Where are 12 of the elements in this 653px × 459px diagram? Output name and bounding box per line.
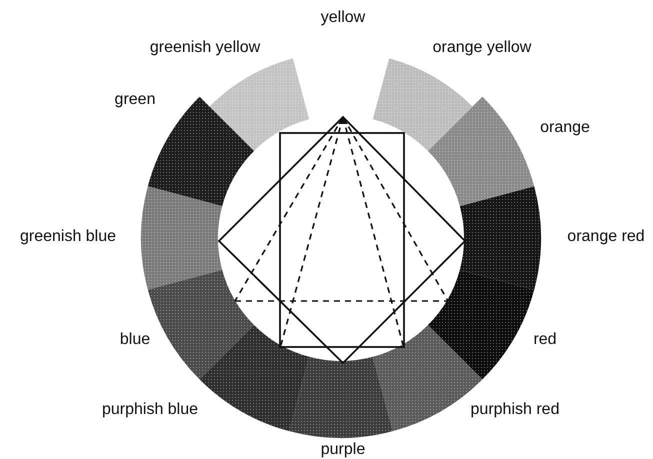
- color-name-label: greenish yellow: [150, 39, 260, 57]
- color-name-label: orange: [540, 119, 590, 137]
- color-name-label: greenish blue: [20, 228, 116, 246]
- color-name-label: purphish blue: [102, 401, 198, 419]
- color-name-label: yellow: [320, 9, 366, 27]
- color-name-label: purphish red: [470, 401, 560, 419]
- color-name-label: orange yellow: [432, 39, 532, 57]
- color-name-label: purple: [320, 441, 366, 459]
- color-name-label: red: [533, 331, 557, 349]
- color-name-label: green: [114, 91, 156, 109]
- color-name-label: orange red: [567, 228, 645, 246]
- color-name-label: blue: [120, 331, 150, 349]
